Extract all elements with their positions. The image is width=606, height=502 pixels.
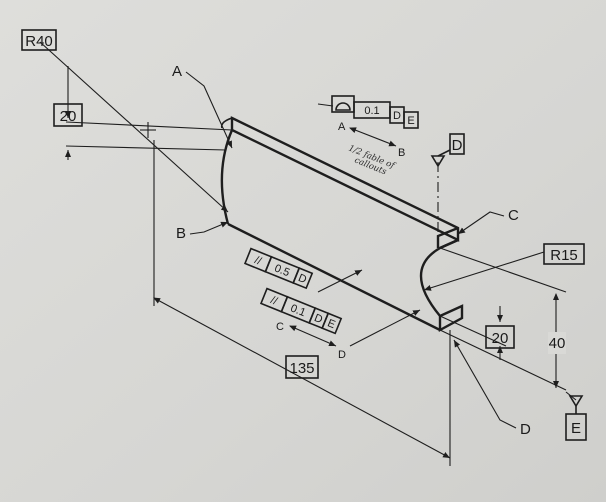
left-thickness-label: 20 bbox=[60, 108, 77, 125]
fcf-profile-tolerance: 0.1 bbox=[364, 105, 379, 117]
fcf-parallel-1-tolerance: 0.5 bbox=[273, 262, 292, 279]
label-D-text: D bbox=[520, 421, 531, 438]
radius-small-label: R15 bbox=[550, 247, 578, 264]
label-B-text: B bbox=[176, 225, 186, 242]
height-label: 40 bbox=[549, 335, 566, 352]
fcf-parallel-2-to: D bbox=[338, 349, 346, 361]
length-box bbox=[285, 355, 319, 379]
fcf-profile-from: A bbox=[338, 121, 346, 133]
datum-E: E bbox=[565, 391, 587, 441]
fcf-parallel-1-leader bbox=[317, 269, 363, 293]
datum-E-text: E bbox=[571, 420, 581, 437]
right-thickness-box bbox=[485, 325, 515, 349]
fcf-profile-ref1: D bbox=[393, 110, 401, 122]
right-thickness-label: 20 bbox=[492, 330, 509, 347]
fcf-parallel-2-arrow bbox=[289, 325, 337, 347]
fcf-profile-ref2: E bbox=[407, 115, 414, 127]
fcf-parallel-2-ref1: D bbox=[312, 312, 324, 326]
length-label: 135 bbox=[289, 360, 314, 377]
radius-small-box bbox=[543, 243, 585, 265]
label-A-leader bbox=[185, 71, 233, 149]
fcf-parallel-1-ref1: D bbox=[296, 272, 308, 286]
radius-large-box bbox=[21, 29, 57, 51]
fcf-profile-to: B bbox=[398, 147, 405, 159]
fcf-parallel-1-symbol: // bbox=[253, 254, 264, 268]
label-B-leader bbox=[189, 221, 229, 235]
label-D-leader bbox=[453, 339, 517, 429]
datum-D-top-text: D bbox=[452, 137, 463, 154]
fcf-parallel-1: // 0.5 D bbox=[243, 247, 314, 290]
fcf-parallel-2-tolerance: 0.1 bbox=[289, 302, 308, 319]
label-C-text: C bbox=[508, 207, 519, 224]
label-A-text: A bbox=[172, 63, 182, 80]
fcf-parallel-2-leader bbox=[349, 309, 421, 347]
radius-large-label: R40 bbox=[25, 33, 53, 50]
fcf-parallel-2: // 0.1 D E bbox=[259, 287, 343, 335]
fcf-profile: 0.1 D E A B bbox=[317, 95, 419, 159]
datum-D-top: D bbox=[430, 133, 465, 234]
fcf-parallel-2-symbol: // bbox=[269, 294, 280, 308]
left-thickness-box bbox=[53, 103, 83, 127]
fcf-parallel-2-from: C bbox=[276, 321, 284, 333]
fcf-parallel-2-ref2: E bbox=[326, 317, 337, 331]
label-C-leader bbox=[457, 211, 505, 235]
radius-small-leader bbox=[423, 251, 545, 291]
right-dimensions bbox=[439, 247, 567, 391]
